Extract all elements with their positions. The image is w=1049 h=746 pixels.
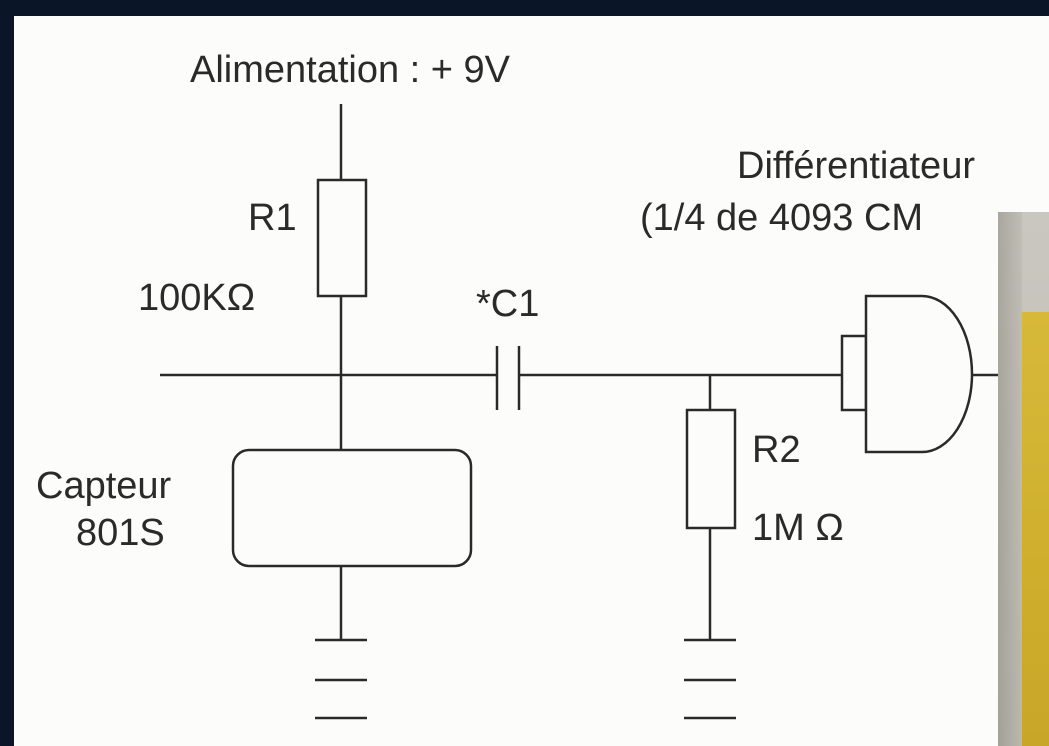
gate-input-stub	[840, 334, 868, 412]
differentiator-chip-label: (1/4 de 4093 CM	[640, 197, 923, 239]
differentiator-title: Différentiateur	[737, 145, 975, 187]
photo-yellow-component	[1022, 312, 1049, 746]
r2-value-label: 1M Ω	[752, 507, 844, 549]
supply-label: Alimentation : + 9V	[190, 49, 511, 91]
sensor-label-line2: 801S	[76, 512, 165, 554]
c1-name-label: *C1	[476, 283, 539, 325]
resistor-r1	[316, 178, 368, 298]
r1-value-label: 100KΩ	[138, 277, 255, 319]
r2-name-label: R2	[752, 429, 801, 471]
nand-gate-4093	[864, 294, 974, 454]
resistor-r2	[685, 408, 737, 530]
sensor-label-line1: Capteur	[36, 465, 172, 507]
photo-edge-shadow	[998, 212, 1022, 746]
r1-name-label: R1	[248, 197, 297, 239]
sensor-801s	[231, 448, 473, 568]
